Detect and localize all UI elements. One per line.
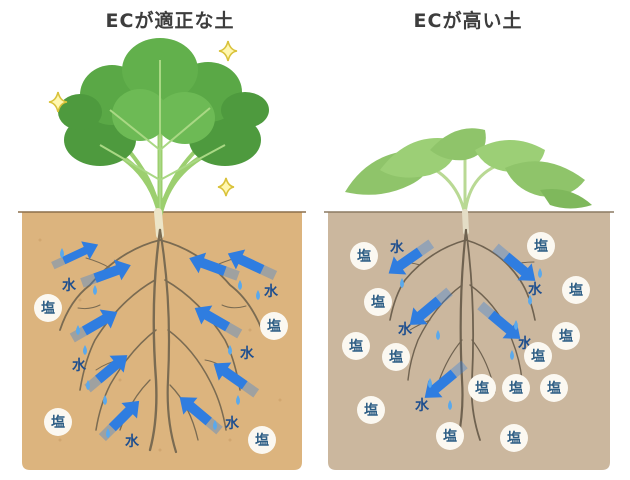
water-label: 水 <box>264 283 279 300</box>
salt-label: 塩 <box>51 414 65 431</box>
water-label: 水 <box>398 321 413 338</box>
water-label: 水 <box>225 415 240 432</box>
salt-badges-right: 塩 塩 塩 塩 塩 塩 塩 塩 塩 塩 塩 塩 塩 塩 <box>342 232 590 452</box>
water-label: 水 <box>72 357 87 374</box>
salt-label: 塩 <box>371 294 385 311</box>
salt-label: 塩 <box>547 380 561 397</box>
water-label: 水 <box>62 277 77 294</box>
salt-label: 塩 <box>475 380 489 397</box>
water-label: 水 <box>240 345 255 362</box>
stressed-roots <box>389 209 536 442</box>
healthy-leaves <box>58 38 269 216</box>
salt-label: 塩 <box>364 402 378 419</box>
salt-label: 塩 <box>357 248 371 265</box>
salt-label: 塩 <box>389 349 403 366</box>
right-panel: 水 水 水 水 水 塩 塩 塩 塩 塩 塩 塩 塩 塩 塩 塩 塩 塩 塩 <box>324 128 614 470</box>
left-panel: 水 水 水 水 水 水 塩 塩 塩 塩 <box>18 38 306 470</box>
panel-title-high-ec: ECが高い土 <box>413 10 523 32</box>
salt-label: 塩 <box>559 328 573 345</box>
salt-label: 塩 <box>509 380 523 397</box>
salt-badges-left: 塩 塩 塩 塩 <box>34 294 288 454</box>
healthy-roots <box>59 208 263 454</box>
water-label: 水 <box>390 239 405 256</box>
water-label: 水 <box>125 433 140 450</box>
salt-label: 塩 <box>569 282 583 299</box>
water-label: 水 <box>528 281 543 298</box>
water-arrows-outward <box>388 239 536 398</box>
salt-label: 塩 <box>531 348 545 365</box>
salt-label: 塩 <box>267 318 281 335</box>
salt-label: 塩 <box>349 338 363 355</box>
wilted-leaves <box>345 128 592 215</box>
water-drop-icons <box>400 268 542 410</box>
water-label: 水 <box>415 397 430 414</box>
salt-label: 塩 <box>255 432 269 449</box>
panel-title-optimal-ec: ECが適正な土 <box>105 10 235 32</box>
salt-label: 塩 <box>41 300 55 317</box>
salt-label: 塩 <box>443 428 457 445</box>
salt-label: 塩 <box>534 238 548 255</box>
water-drop-icons <box>60 248 260 438</box>
sparkle-icon <box>48 40 238 197</box>
salt-label: 塩 <box>507 430 521 447</box>
left-soil <box>22 212 302 470</box>
